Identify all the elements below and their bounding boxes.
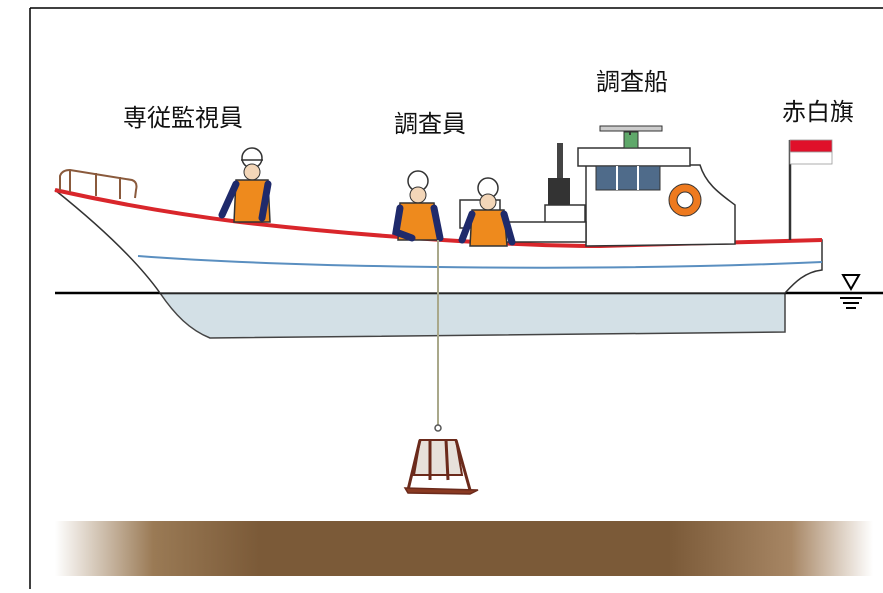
grab-sampler-icon [403, 424, 479, 495]
water-level-symbol-icon [840, 274, 862, 309]
label-red-white-flag: 赤白旗 [782, 98, 854, 126]
seabed [55, 521, 873, 576]
hull-rub-line [137, 255, 823, 269]
hull-red-stripe [54, 188, 823, 249]
frame [29, 7, 883, 589]
surveyor-figure-1 [392, 170, 444, 242]
bow-rail [59, 168, 138, 199]
label-observer: 専従監視員 [123, 104, 243, 132]
underwater-hull [158, 292, 786, 339]
surveyor-figure-2 [458, 177, 516, 247]
label-survey-vessel: 調査船 [596, 68, 668, 96]
life-ring-icon [668, 183, 702, 217]
observer-figure [218, 147, 272, 223]
red-white-flag-icon [788, 139, 833, 240]
label-surveyors: 調査員 [394, 110, 466, 138]
cabin [577, 125, 736, 247]
